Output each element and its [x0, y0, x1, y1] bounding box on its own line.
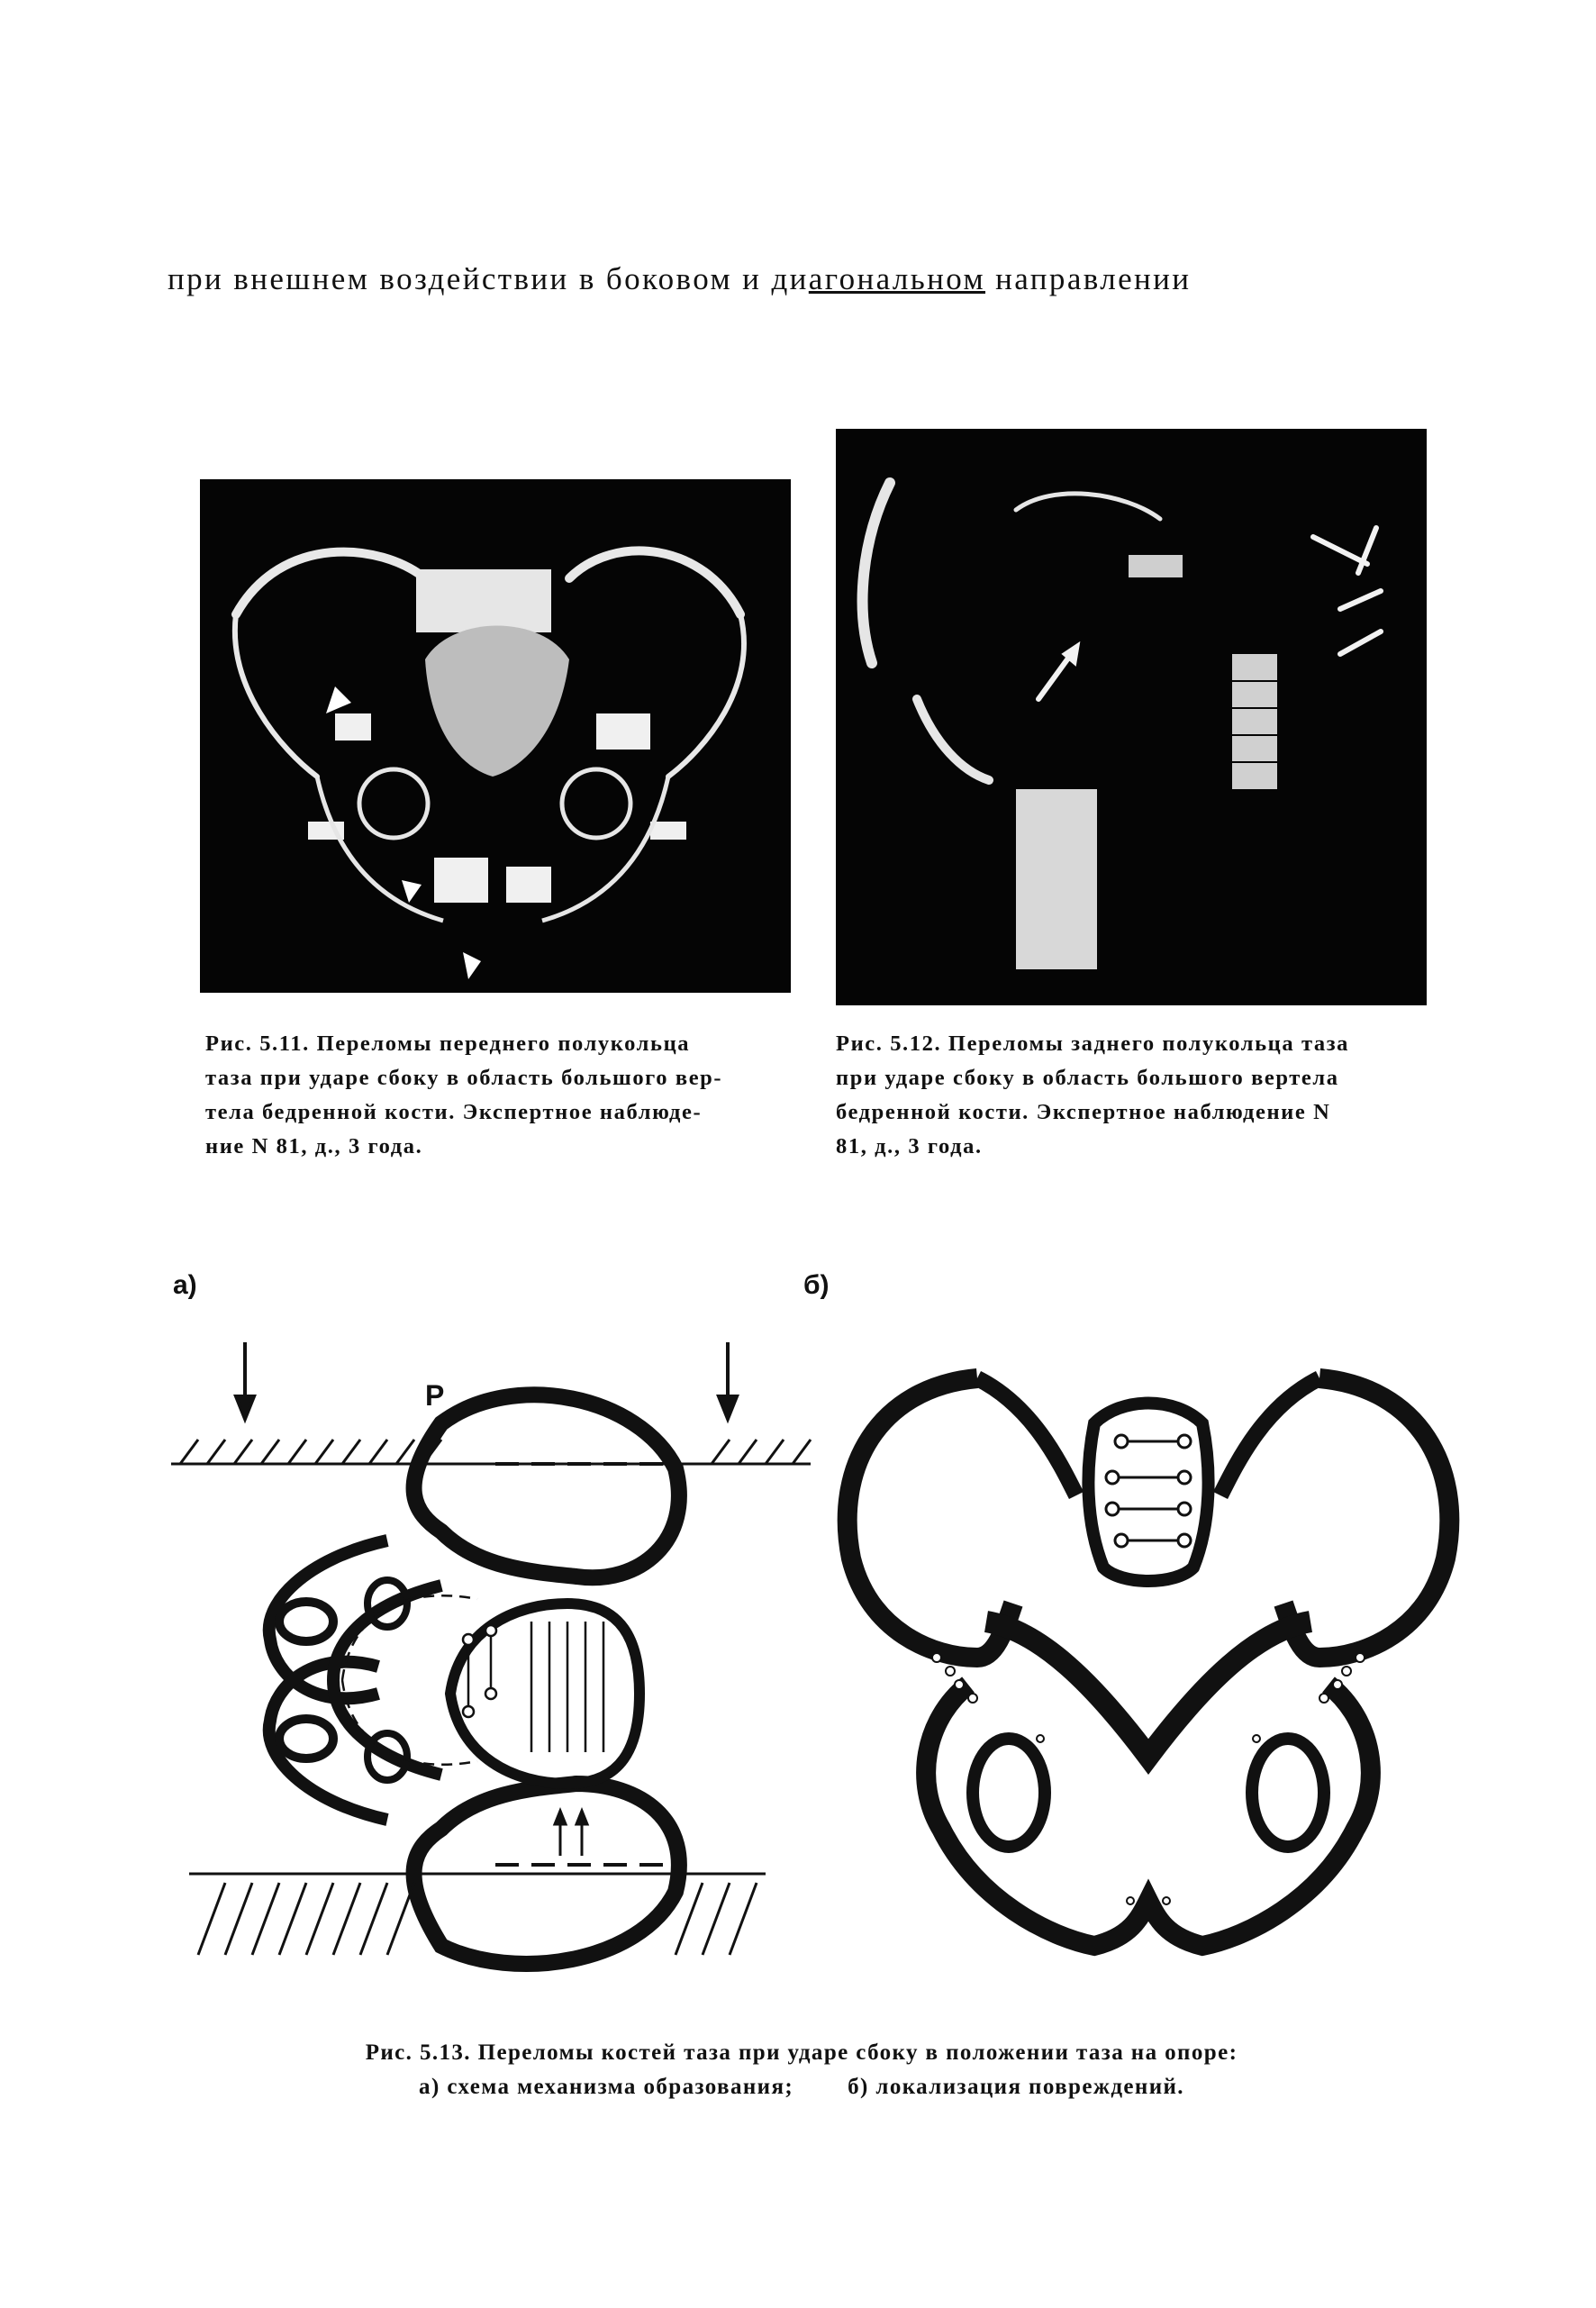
sacral-struts	[461, 1622, 605, 1752]
panel-label-a: а)	[173, 1270, 197, 1300]
caption-line: тела бедренной кости. Экспертное наблюде…	[205, 1100, 703, 1124]
caption-line-2: а) схема механизма образования; б) локали…	[180, 2070, 1423, 2104]
up-arrow-icon	[552, 1806, 590, 1856]
stress-arrows	[340, 1595, 478, 1766]
caption-line: ние N 81, д., 3 года.	[205, 1134, 423, 1159]
caption-line: таза при ударе сбоку в область большого …	[205, 1066, 723, 1090]
caption-line: Рис. 5.13. Переломы костей таза при удар…	[365, 2040, 1238, 2065]
page-heading: при внешнем воздействии в боковом и диаг…	[168, 261, 1474, 297]
pelvis-side-view	[262, 1386, 687, 1972]
xray-photo-fig-5-11	[200, 479, 791, 993]
xray-photo-fig-5-12	[836, 429, 1427, 1005]
heading-text-underlined: агональном	[808, 261, 986, 296]
caption-fig-5-11: Рис. 5.11. Переломы переднего полукольца…	[205, 1027, 793, 1164]
caption-line: 81, д., 3 года.	[836, 1134, 983, 1159]
caption-fig-5-12: Рис. 5.12. Переломы заднего полукольца т…	[836, 1027, 1423, 1164]
force-label: P	[425, 1379, 444, 1412]
force-arrow-icon	[233, 1342, 739, 1424]
diagram-mechanism: P	[171, 1342, 812, 1972]
heading-text-end: направлении	[985, 261, 1192, 296]
caption-line: при ударе сбоку в область большого верте…	[836, 1066, 1339, 1090]
top-surface	[171, 1439, 812, 1466]
caption-part-a: а) схема механизма образования;	[419, 2075, 794, 2099]
panel-label-b: б)	[803, 1270, 830, 1300]
xray-image-pelvis-front	[200, 479, 791, 993]
caption-part-b: б) локализация повреждений.	[848, 2075, 1184, 2099]
fracture-dots	[931, 1652, 1365, 1905]
dashed-lines	[495, 1462, 676, 1867]
pelvis-front-view	[837, 1368, 1460, 1957]
caption-line: Рис. 5.11. Переломы переднего полукольца	[205, 1031, 691, 1056]
caption-fig-5-13: Рис. 5.13. Переломы костей таза при удар…	[180, 2036, 1423, 2104]
caption-line: бедренной кости. Экспертное наблюдение N	[836, 1100, 1331, 1124]
bottom-support	[189, 1872, 766, 1956]
heading-text-start: при внешнем воздействии в боковом и ди	[168, 261, 809, 296]
xray-image-pelvis-lateral	[836, 429, 1427, 1005]
sacral-fracture-marks	[1104, 1433, 1192, 1549]
diagram-injury-localization	[837, 1368, 1460, 1957]
caption-line: Рис. 5.12. Переломы заднего полукольца т…	[836, 1031, 1350, 1056]
